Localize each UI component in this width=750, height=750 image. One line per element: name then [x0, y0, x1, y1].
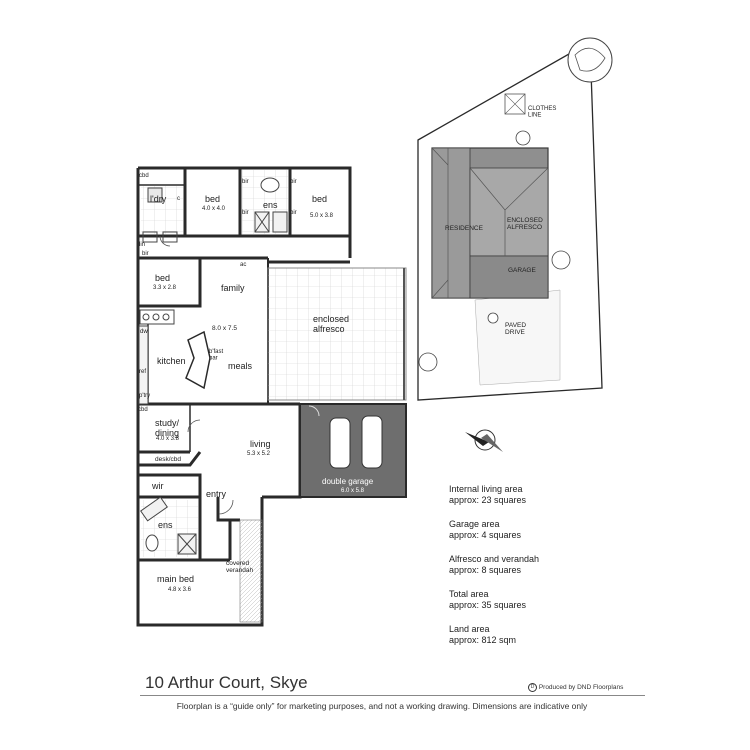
breakfast-bar — [185, 330, 211, 390]
label-ref: ref — [139, 369, 146, 375]
north-arrow-icon — [465, 429, 503, 452]
footer-rule — [140, 695, 645, 696]
covered-verandah — [239, 519, 263, 623]
label-cbd-mid: cbd — [138, 407, 148, 413]
label-bed2: bed — [312, 194, 327, 204]
label-bed3-dim: 3.3 x 2.8 — [153, 285, 177, 291]
property-address: 10 Arthur Court, Skye — [145, 673, 308, 692]
spacer — [449, 611, 539, 624]
label-bir-a: bir — [242, 179, 249, 185]
area-value: approx: 8 squares — [449, 565, 522, 575]
producer-credit-text: Produced by DND Floorplans — [538, 684, 624, 692]
label-living-dim: 5.3 x 5.2 — [247, 451, 271, 457]
label-bir-c: bir — [290, 179, 297, 185]
label-main-bed: main bed — [157, 574, 194, 584]
label-wir: wir — [151, 481, 164, 491]
label-family: family — [221, 283, 245, 293]
label-ptry: p'try — [139, 393, 150, 399]
label-garage: double garage — [322, 477, 374, 486]
label-kitchen: kitchen — [157, 356, 186, 366]
label-site-garage: GARAGE — [508, 267, 536, 274]
label-ens1: ens — [263, 200, 278, 210]
label-living: living — [250, 439, 271, 449]
area-label: Internal living area — [449, 484, 523, 494]
area-value: approx: 4 squares — [449, 530, 522, 540]
label-study-dim: 4.0 x 3.8 — [156, 436, 180, 442]
label-study: study/dining — [155, 418, 180, 438]
site-plan — [417, 37, 613, 401]
label-cbd-top: cbd — [139, 173, 149, 179]
area-label: Alfresco and verandah — [449, 554, 540, 564]
garage-area — [299, 403, 407, 498]
label-entry: entry — [206, 489, 227, 499]
label-dw: dw — [140, 329, 148, 335]
room-labels: cbd l'dry c bed 4.0 x 4.0 bir bir ens bi… — [138, 173, 374, 593]
label-laundry-c: c — [177, 196, 180, 202]
area-value: approx: 23 squares — [449, 495, 527, 505]
producer-credit: D Produced by DND Floorplans — [528, 683, 623, 692]
area-label: Garage area — [449, 519, 500, 529]
door-swings — [159, 235, 234, 515]
label-main-bed-dim: 4.8 x 3.6 — [168, 587, 192, 593]
label-bed2-dim: 5.0 x 3.8 — [310, 213, 334, 219]
area-value: approx: 35 squares — [449, 600, 527, 610]
label-bir-b: bir — [242, 210, 249, 216]
label-lin: lin — [139, 242, 145, 248]
label-bed1: bed — [205, 194, 220, 204]
label-laundry: l'dry — [150, 194, 167, 204]
disclaimer: Floorplan is a “guide only” for marketin… — [176, 701, 588, 711]
label-family-dim: 8.0 x 7.5 — [212, 325, 237, 332]
area-value: approx: 812 sqm — [449, 635, 517, 645]
area-label: Land area — [449, 624, 490, 634]
label-desk: desk/cbd — [155, 456, 181, 463]
label-ens2: ens — [158, 520, 173, 530]
spacer — [449, 506, 539, 519]
spacer — [449, 576, 539, 589]
spacer — [449, 541, 539, 554]
area-label: Total area — [449, 589, 489, 599]
label-ac: ac — [240, 262, 246, 268]
label-residence: RESIDENCE — [445, 225, 484, 232]
producer-logo-icon: D — [528, 683, 537, 692]
fixtures — [138, 177, 288, 555]
label-bir-d: bir — [290, 210, 297, 216]
label-bed3: bed — [155, 273, 170, 283]
label-meals: meals — [228, 361, 253, 371]
alfresco-area — [267, 267, 407, 401]
label-bir-e: bir — [142, 251, 149, 257]
label-garage-dim: 6.0 x 5.8 — [341, 488, 365, 494]
label-bed1-dim: 4.0 x 4.0 — [202, 206, 226, 212]
